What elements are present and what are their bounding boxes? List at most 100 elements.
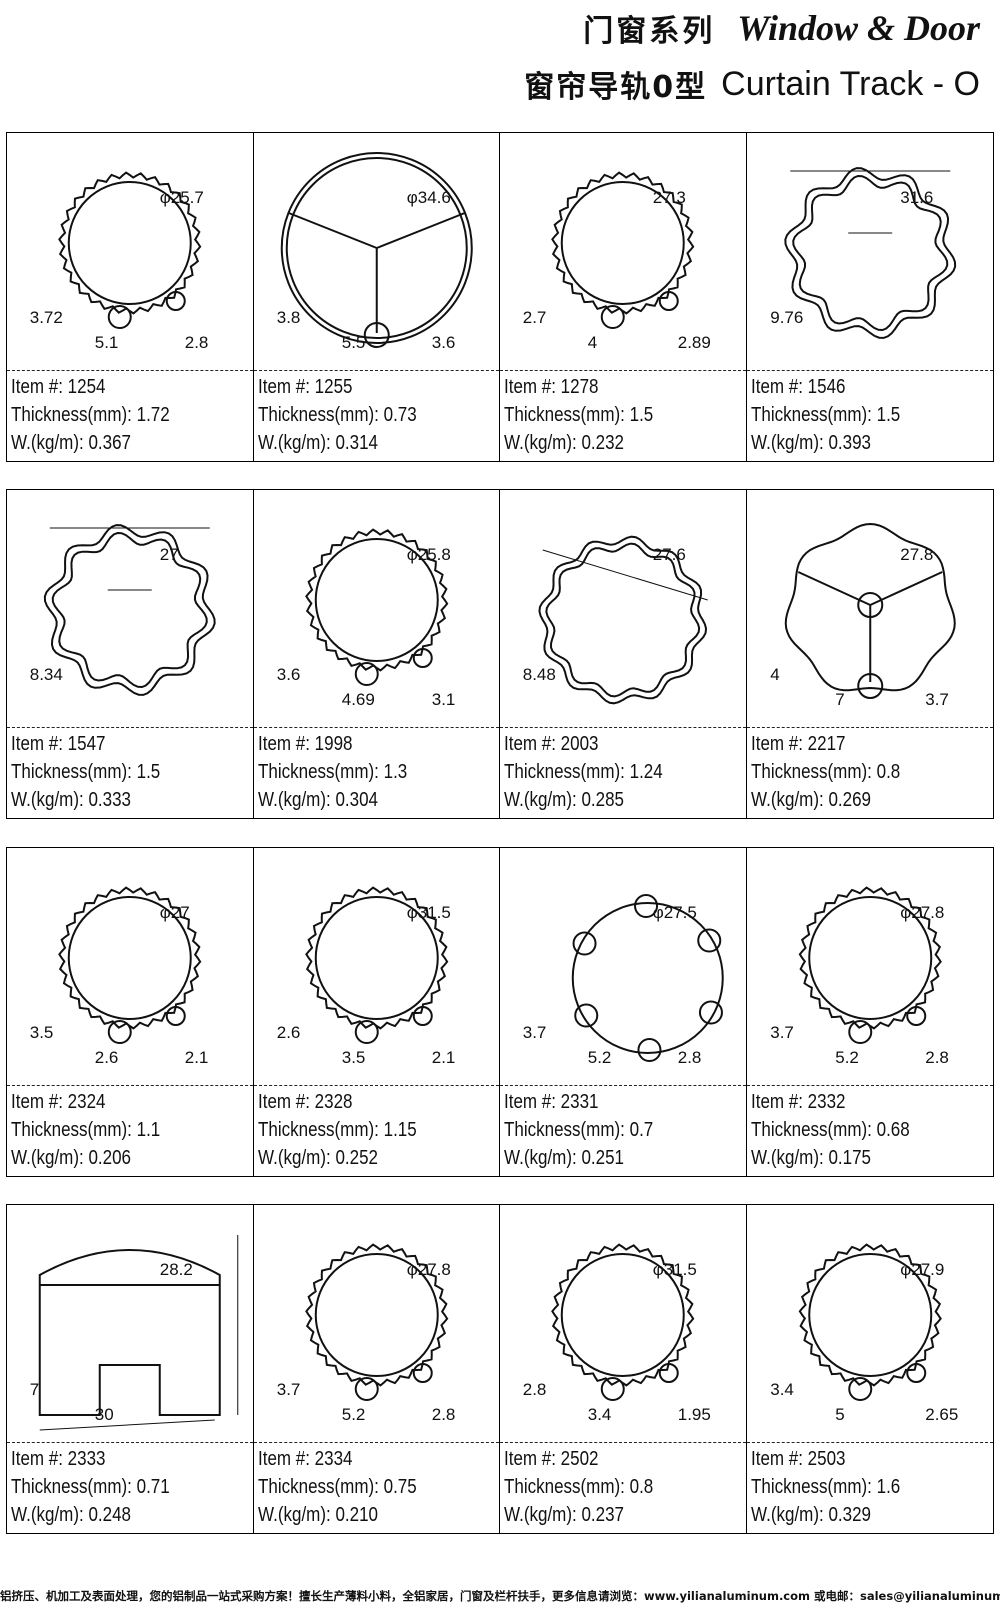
item-thickness: Thickness(mm): 0.71 — [11, 1476, 170, 1498]
item-thickness: Thickness(mm): 1.5 — [504, 404, 654, 426]
item-thickness: Thickness(mm): 1.15 — [257, 1119, 417, 1141]
divider — [500, 1442, 746, 1443]
divider — [253, 370, 499, 371]
profile-inner — [791, 174, 948, 332]
divider — [500, 727, 746, 728]
dimension-label: 2.65 — [925, 1405, 958, 1424]
divider — [7, 1085, 253, 1086]
item-number: Item #: 2333 — [11, 1448, 106, 1470]
profile-slot — [354, 662, 379, 686]
divider — [500, 1085, 746, 1086]
item-thickness: Thickness(mm): 1.5 — [11, 761, 161, 783]
dimension-label: 3.7 — [276, 1380, 300, 1399]
dimension-label: 30 — [95, 1405, 114, 1424]
item-number: Item #: 1546 — [750, 376, 846, 398]
profile-slot — [363, 322, 390, 348]
profile-spokes — [797, 571, 943, 682]
profile-outline — [798, 1243, 942, 1387]
divider — [500, 370, 746, 371]
divider — [7, 370, 253, 371]
profile-slot — [107, 305, 132, 329]
profile-slot — [634, 894, 659, 918]
dimension-label: 5.1 — [95, 333, 119, 352]
profile-outline — [784, 522, 956, 692]
divider — [7, 1442, 253, 1443]
item-number: Item #: 2332 — [750, 1091, 846, 1113]
item-thickness: Thickness(mm): 0.68 — [750, 1119, 910, 1141]
profile-slot — [697, 928, 722, 953]
profile-spokes — [287, 212, 465, 333]
item-weight: W.(kg/m): 0.206 — [11, 1147, 131, 1169]
dimension-label: φ34.6 — [406, 188, 450, 207]
profile-slot — [572, 931, 597, 956]
profile-outline — [571, 902, 724, 1054]
item-weight: W.(kg/m): 0.367 — [11, 432, 131, 454]
item-weight: W.(kg/m): 0.248 — [11, 1504, 131, 1526]
dimension-label: 4.69 — [341, 690, 374, 709]
dim-line — [542, 549, 708, 601]
item-thickness: Thickness(mm): 1.5 — [750, 404, 900, 426]
profile-slot — [354, 1377, 379, 1401]
profile-inner — [545, 542, 701, 698]
item-thickness: Thickness(mm): 0.75 — [257, 1476, 417, 1498]
item-thickness: Thickness(mm): 1.3 — [257, 761, 407, 783]
item-weight: W.(kg/m): 0.175 — [750, 1147, 871, 1169]
profile-slot — [165, 1006, 186, 1026]
profile-inner — [807, 896, 932, 1020]
dimension-label: 27.3 — [653, 188, 686, 207]
divider — [7, 727, 253, 728]
profile-inner — [314, 896, 439, 1020]
item-number: Item #: 1254 — [11, 376, 106, 398]
dimension-label: 7 — [30, 1380, 39, 1399]
item-weight: W.(kg/m): 0.333 — [11, 789, 131, 811]
item-thickness: Thickness(mm): 1.72 — [11, 404, 170, 426]
dimension-label: 3.7 — [925, 690, 949, 709]
dimension-label: 2.1 — [185, 1048, 209, 1067]
item-weight: W.(kg/m): 0.232 — [504, 432, 624, 454]
profile-outline — [304, 1243, 448, 1387]
dimension-label: φ27.9 — [900, 1260, 944, 1279]
dimension-label: 8.34 — [30, 665, 63, 684]
profile-slot — [354, 1020, 379, 1044]
item-number: Item #: 2328 — [257, 1091, 353, 1113]
profile-outline — [551, 1243, 695, 1387]
item-weight: W.(kg/m): 0.304 — [257, 789, 378, 811]
profile-outline — [798, 886, 942, 1030]
dimension-label: 5.2 — [341, 1405, 365, 1424]
profile-inner — [285, 157, 468, 339]
profile-slot — [600, 1377, 625, 1401]
profile-inner — [67, 181, 192, 305]
profile-inner — [560, 1253, 685, 1377]
dimension-label: φ31.5 — [406, 903, 450, 922]
dimension-label: 2.6 — [276, 1023, 300, 1042]
